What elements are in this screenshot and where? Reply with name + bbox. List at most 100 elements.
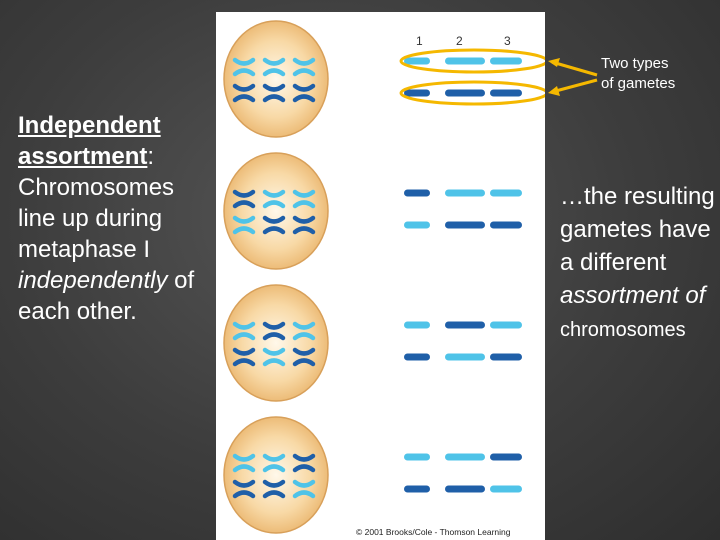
meiosis-diagram: 1 2 3 © 2001 Brooks/Cole - Thomson Learn…	[223, 20, 545, 537]
chromosome-x-16	[262, 347, 286, 367]
chromosome-x-5	[292, 83, 316, 103]
chromosome-x-3	[232, 83, 256, 103]
chromatid	[262, 68, 286, 77]
gamete-chromosome-bar	[404, 485, 430, 493]
gamete-chromosome-bar	[445, 189, 485, 197]
chromosome-x-19	[262, 453, 286, 473]
chromatid	[292, 215, 316, 224]
column-label-2: 2	[456, 34, 463, 48]
chromatid	[262, 332, 286, 341]
gamete-chromosome-bar	[490, 453, 522, 461]
chromatid	[232, 189, 256, 198]
gamete-chromosome-bar	[445, 321, 485, 329]
chromatid	[262, 226, 286, 235]
chromatid	[232, 215, 256, 224]
right-text-line1: …the resulting gametes have a different	[560, 183, 715, 276]
right-description: …the resulting gametes have a different …	[560, 180, 720, 347]
chromatid	[232, 94, 256, 103]
chromatid	[262, 200, 286, 209]
chromatid	[292, 347, 316, 356]
chromatid	[292, 479, 316, 488]
chromosome-x-6	[232, 189, 256, 209]
gamete-chromosome-bar	[445, 57, 485, 65]
gamete-chromosome-bar	[404, 57, 430, 65]
chromatid	[292, 83, 316, 92]
chromatid	[232, 358, 256, 367]
chromatid	[262, 83, 286, 92]
chromatid	[292, 321, 316, 330]
gamete-chromosome-bar	[490, 89, 522, 97]
gamete-label: Two types of gametes	[601, 54, 675, 94]
chromatid	[262, 347, 286, 356]
gamete-chromosome-bar	[490, 189, 522, 197]
gamete-chromosome-bar	[404, 353, 430, 361]
chromatid	[292, 68, 316, 77]
chromatid	[262, 479, 286, 488]
cell-3	[223, 284, 329, 402]
chromatid	[292, 57, 316, 66]
chromatid	[292, 490, 316, 499]
chromatid	[232, 453, 256, 462]
chromosome-x-13	[262, 321, 286, 341]
chromosome-x-15	[232, 347, 256, 367]
chromosome-x-1	[262, 57, 286, 77]
chromatid	[262, 464, 286, 473]
chromatid	[232, 200, 256, 209]
gamete-chromosome-bar	[445, 353, 485, 361]
gamete-chromosome-bar	[490, 353, 522, 361]
chromosome-x-17	[292, 347, 316, 367]
chromosome-x-2	[292, 57, 316, 77]
cell-2	[223, 152, 329, 270]
gamete-chromosome-bar	[445, 221, 485, 229]
chromosome-x-9	[232, 215, 256, 235]
chromatid	[232, 464, 256, 473]
chromatid	[232, 57, 256, 66]
chromosome-x-11	[292, 215, 316, 235]
chromatid	[232, 347, 256, 356]
chromatid	[262, 215, 286, 224]
chromatid	[292, 464, 316, 473]
chromosome-x-8	[292, 189, 316, 209]
chromatid	[232, 83, 256, 92]
chromatid	[232, 332, 256, 341]
chromosome-x-23	[292, 479, 316, 499]
metaphase-chromosomes	[232, 57, 316, 499]
arrowhead-2	[548, 86, 560, 96]
gamete-chromosome-bar	[404, 221, 430, 229]
gamete-chromosome-bar	[490, 221, 522, 229]
chromatid	[262, 57, 286, 66]
chromosome-x-7	[262, 189, 286, 209]
chromosome-x-12	[232, 321, 256, 341]
chromosome-x-0	[232, 57, 256, 77]
chromatid	[232, 479, 256, 488]
chromatid	[292, 200, 316, 209]
gamete-chromosome-bar	[404, 453, 430, 461]
meiosis-figure: 1 2 3 © 2001 Brooks/Cole - Thomson Learn…	[216, 12, 545, 540]
chromatid	[262, 490, 286, 499]
chromosome-x-4	[262, 83, 286, 103]
chromatid	[292, 358, 316, 367]
arrow-to-gamete-1	[551, 60, 598, 77]
chromosome-x-22	[262, 479, 286, 499]
chromatid	[262, 358, 286, 367]
gamete-chromosome-bar	[490, 57, 522, 65]
gamete-label-line1: Two types	[601, 55, 669, 72]
gamete-chromosome-bar	[404, 89, 430, 97]
gamete-chromosome-bar	[404, 321, 430, 329]
chromatid	[232, 68, 256, 77]
gamete-chromosome-bar	[445, 89, 485, 97]
chromatid	[292, 453, 316, 462]
arrowhead-1	[548, 58, 560, 67]
gamete-chromosomes	[404, 57, 522, 493]
chromatid	[292, 226, 316, 235]
chromatid	[292, 332, 316, 341]
heading-colon: :	[147, 143, 155, 170]
gamete-chromosome-bar	[404, 189, 430, 197]
chromosome-x-20	[292, 453, 316, 473]
chromatid	[262, 453, 286, 462]
gamete-label-line2: of gametes	[601, 75, 676, 92]
chromatid	[232, 321, 256, 330]
chromosome-x-10	[262, 215, 286, 235]
chromatid	[262, 321, 286, 330]
cell-1	[223, 20, 329, 138]
